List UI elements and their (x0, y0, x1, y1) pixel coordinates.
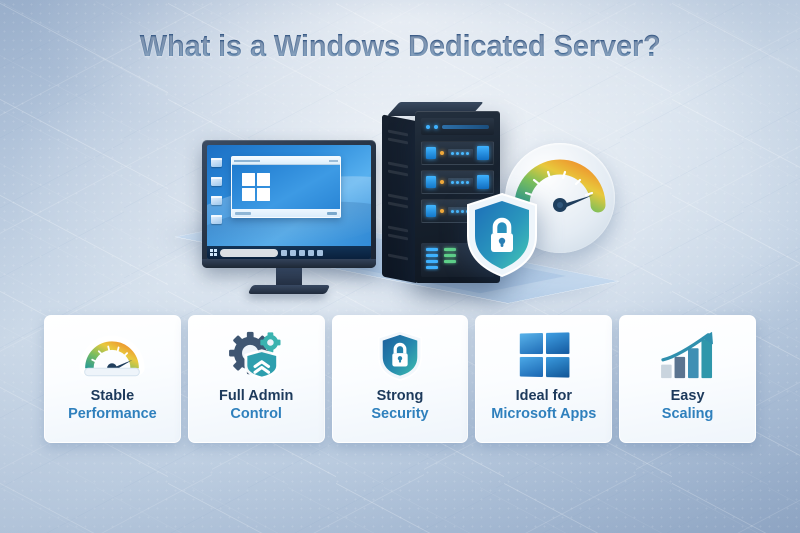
card-label-line1: Ideal for (515, 388, 572, 404)
hero-illustration (150, 95, 650, 304)
card-label-line1: Full Admin (219, 388, 294, 404)
card-label-line1: Stable (90, 388, 135, 404)
server-optical-bay (421, 118, 494, 135)
page-title: What is a Windows Dedicated Server? (139, 28, 661, 63)
desktop-icon (211, 215, 222, 224)
taskbar-app-icon (299, 249, 305, 256)
windows-desktop-monitor (202, 140, 376, 294)
card-label-line2: Control (230, 405, 282, 422)
taskbar-app-icon (317, 249, 323, 256)
desktop-icon (211, 196, 222, 205)
card-label-line2: Performance (68, 405, 157, 422)
card-label-line1: Strong (376, 388, 424, 404)
server-drive-bay (421, 141, 494, 165)
window-title-bar (232, 157, 340, 165)
window-footer (232, 209, 340, 217)
desktop-icon-group (211, 149, 226, 234)
feature-card-full-admin-control[interactable]: Full Admin Control (187, 315, 325, 443)
feature-card-stable-performance[interactable]: Stable Performance (44, 315, 181, 443)
window-body (232, 165, 340, 209)
feature-card-row: Stable Performance (44, 315, 756, 443)
card-label: Stable Performance (68, 388, 157, 423)
server-tower (382, 102, 500, 289)
taskbar-app-icon (281, 249, 287, 256)
feature-card-strong-security[interactable]: Strong Security (331, 315, 469, 443)
feature-card-ideal-for-microsoft-apps[interactable]: Ideal for Microsoft Apps (475, 315, 613, 443)
server-front-panel (415, 111, 500, 283)
open-window-dialog (231, 156, 341, 218)
monitor-screen (207, 145, 371, 259)
feature-card-easy-scaling[interactable]: Easy Scaling (619, 315, 756, 443)
taskbar-app-icon (290, 249, 296, 256)
windows-logo-icon (242, 173, 270, 201)
card-label: Ideal for Microsoft Apps (491, 388, 596, 423)
taskbar-search-input (220, 248, 278, 257)
server-drive-bay (421, 170, 494, 194)
monitor-stand-neck (276, 268, 302, 286)
gauge-dial (514, 159, 606, 213)
monitor-bezel (202, 140, 376, 268)
taskbar-app-icon (308, 249, 314, 256)
card-label-line2: Microsoft Apps (491, 405, 597, 422)
security-shield-lock (467, 192, 537, 278)
card-label-line1: Easy (670, 388, 705, 404)
monitor-chin (202, 259, 376, 268)
windows-logo-panes (519, 332, 570, 378)
card-label: Full Admin Control (219, 388, 293, 423)
growth-chart-icon (658, 329, 718, 381)
gear-shield-icon (227, 329, 285, 381)
monitor-stand-base (247, 285, 331, 294)
card-label: Easy Scaling (662, 388, 714, 423)
card-label: Strong Security (371, 388, 428, 423)
page-title-container: What is a Windows Dedicated Server? (0, 28, 800, 64)
start-button-icon (210, 249, 217, 256)
taskbar (207, 246, 371, 259)
desktop-icon (211, 177, 222, 186)
shield-lock-icon (376, 329, 424, 381)
windows-logo-icon (519, 329, 570, 381)
server-side-panel (382, 114, 416, 283)
card-label-line2: Scaling (661, 405, 714, 422)
card-label-line2: Security (371, 405, 429, 422)
desktop-icon (211, 158, 222, 167)
gauge-icon (79, 329, 145, 381)
